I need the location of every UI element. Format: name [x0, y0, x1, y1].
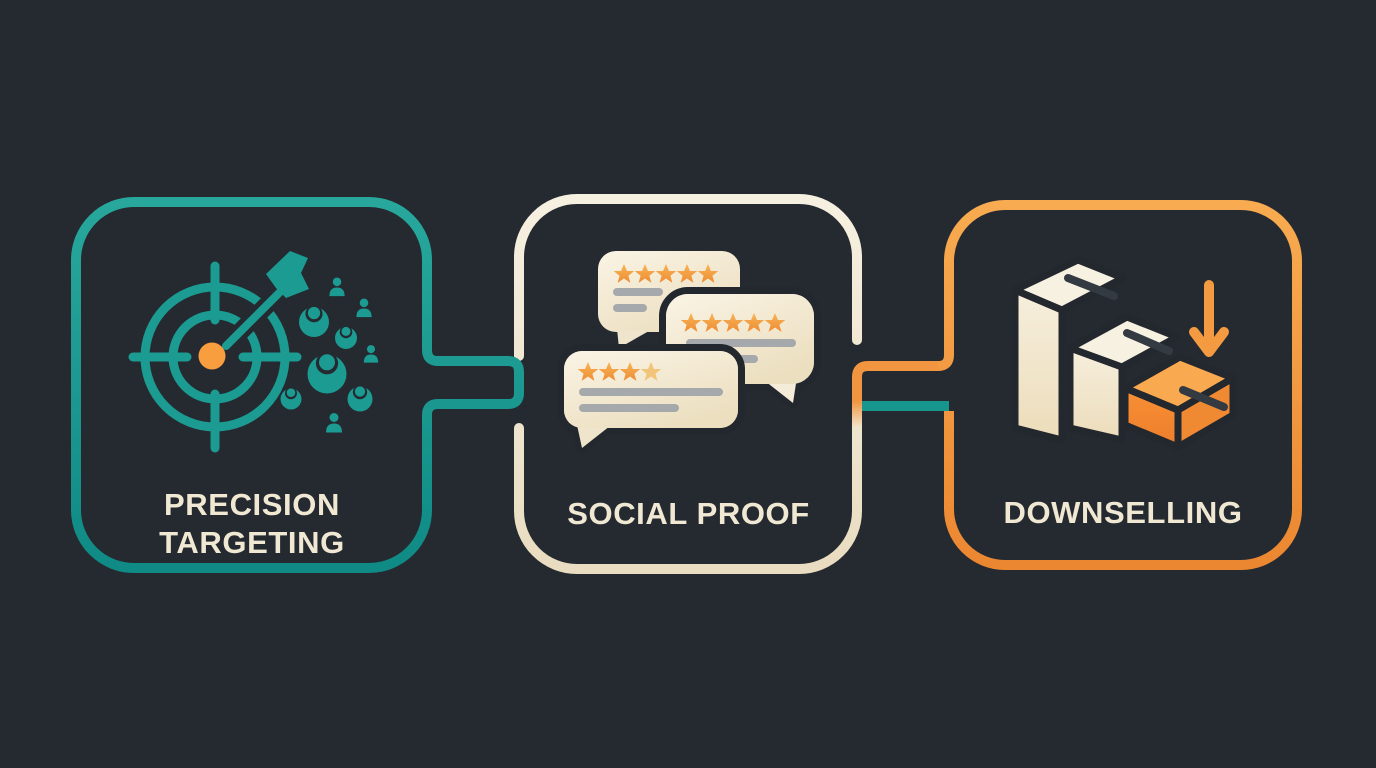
card-title-precision-targeting: PRECISION TARGETING: [76, 486, 428, 562]
connector-social-downsell-tab: [852, 361, 938, 427]
title-line: PRECISION: [164, 487, 340, 522]
review-speech-bubbles-icon: [557, 251, 821, 454]
step-top-slash-marks: [1064, 274, 1228, 411]
descending-steps-icon: [1011, 256, 1237, 451]
title-line: TARGETING: [159, 525, 345, 560]
target-crosshair-icon: [128, 261, 302, 453]
card-title-downselling: DOWNSELLING: [947, 494, 1299, 532]
card-downselling-border: [937, 200, 1302, 570]
card-social-proof-border: [514, 194, 862, 574]
down-arrow-icon: [1189, 280, 1229, 357]
review-bubble-3: [557, 344, 745, 454]
arrow-hit-icon: [219, 248, 312, 353]
title-line: SOCIAL PROOF: [567, 496, 810, 531]
bullseye-dot: [198, 342, 226, 370]
card-precision-targeting-border: [71, 197, 524, 573]
title-line: DOWNSELLING: [1003, 495, 1243, 530]
card-title-social-proof: SOCIAL PROOF: [519, 495, 858, 533]
